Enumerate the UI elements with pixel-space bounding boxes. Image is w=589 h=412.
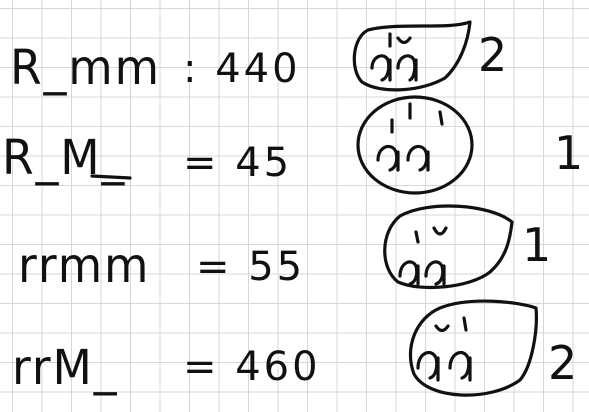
count-value-3: = 55 [196, 244, 306, 290]
tally-count-1: 2 [478, 28, 510, 82]
tally-count-2: 1 [554, 126, 586, 180]
tally-count-4: 2 [548, 336, 580, 390]
face-sketch-row-3 [383, 204, 514, 290]
count-value-2: = 45 [183, 140, 293, 186]
face-sketch-row-1 [352, 20, 472, 92]
genotype-label-2: R_M_ [2, 130, 127, 186]
count-value-1: : 440 [183, 46, 301, 92]
tally-count-3: 1 [522, 218, 554, 272]
genotype-label-4: rrM_ [12, 340, 119, 396]
genotype-label-1: R_mm [10, 40, 161, 96]
face-sketch-row-2 [356, 95, 474, 195]
face-sketch-row-4 [408, 299, 538, 397]
count-value-4: = 460 [183, 344, 321, 390]
label-underscore-stroke [90, 174, 132, 180]
genotype-label-3: rrmm [18, 238, 151, 294]
